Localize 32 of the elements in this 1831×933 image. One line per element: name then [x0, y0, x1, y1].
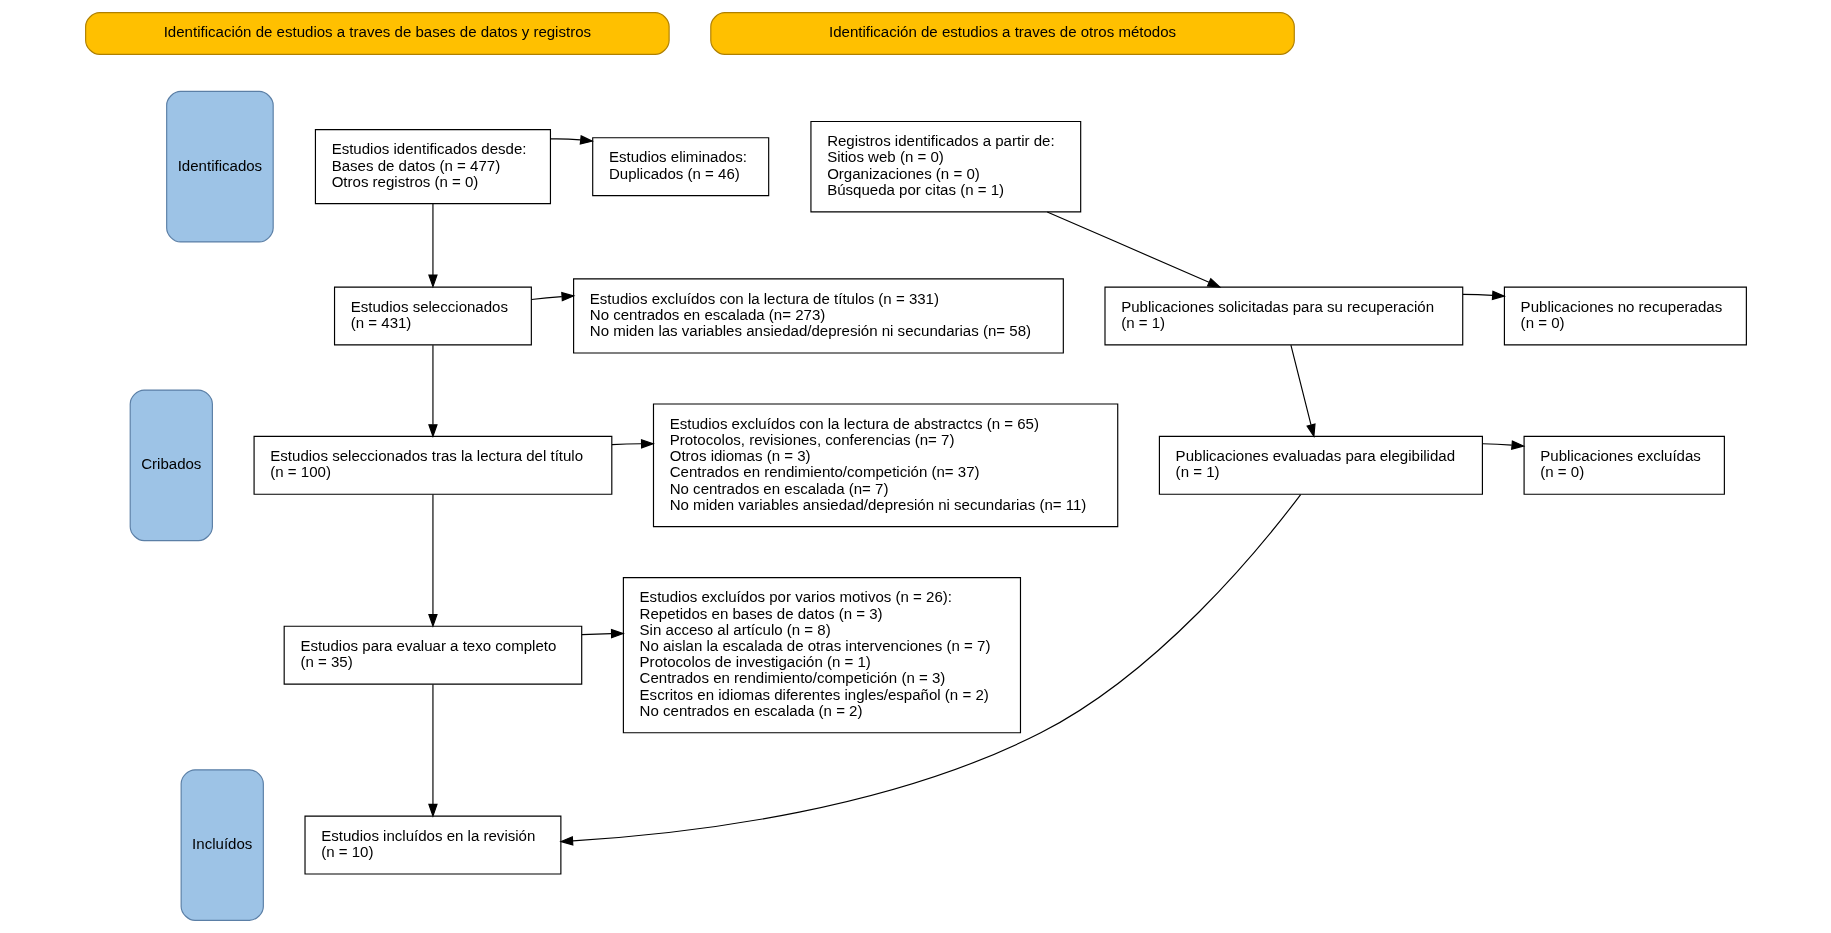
node-box: Estudios excluídos con la lectura de títulos (n = 331) No centrados en escalada (n= 273) No miden las variables ansiedad/depresión ni secundarias (n= 58)	[572, 278, 1064, 354]
node-box: Identificación de estudios a traves de bases de datos y registros	[84, 12, 670, 55]
arrow	[1481, 440, 1525, 450]
arrow	[427, 494, 438, 628]
node-box: Estudios seleccionados tras la lectura del título (n = 100)	[253, 435, 612, 495]
arrow	[1461, 290, 1506, 301]
node-box: Estudios excluídos con la lectura de abstractcs (n = 65) Protocolos, revisiones, conferencias (n= 7) Otros idiomas (n = 3) Centrados en rendimiento/competición (n= 37) No centrados en escalada (n= 7) No miden variables ansiedad/depresión ni secundarias (n= 11)	[652, 403, 1118, 528]
node-box: Publicaciones no recuperadas (n = 0)	[1503, 286, 1747, 346]
node-box: Publicaciones solicitadas para su recuperación (n = 1)	[1103, 286, 1463, 346]
node-box: Identificación de estudios a traves de otros métodos	[709, 12, 1295, 55]
arrow	[610, 438, 655, 449]
node-box: Publicaciones excluídas (n = 0)	[1523, 435, 1725, 495]
node-box: Cribados	[129, 389, 213, 542]
node-box: Estudios excluídos por varios motivos (n = 26): Repetidos en bases de datos (n = 3) Sin acceso al artículo (n = 8) No aislan la escalada de otras intervenciones (n = 7) Protocolos de investigación (n = 1) Centrados en rendimiento/competición (n = 3) Escritos en idiomas diferentes ingles/español (n = 2) No centrados en escalada (n = 2)	[622, 577, 1021, 734]
node-box: Registros identificados a partir de: Sitios web (n = 0) Organizaciones (n = 0) Búsqueda por citas (n = 1)	[809, 120, 1081, 213]
arrow	[1046, 211, 1221, 288]
node-box: Incluídos	[180, 769, 264, 921]
node-box: Publicaciones evaluadas para elegibilidad (n = 1)	[1158, 435, 1483, 495]
arrow	[580, 628, 625, 639]
arrow	[558, 493, 1301, 846]
arrow	[1289, 344, 1316, 438]
node-box: Estudios para evaluar a texo completo (n = 35)	[283, 625, 582, 685]
node-box: Estudios incluídos en la revisión (n = 10)	[303, 815, 561, 875]
arrow	[530, 291, 575, 302]
arrow	[549, 135, 594, 145]
node-box: Estudios seleccionados (n = 431)	[333, 286, 532, 346]
arrow	[427, 203, 438, 289]
node-box: Identificados	[165, 90, 274, 243]
arrow	[427, 683, 438, 818]
node-box: Estudios identificados desde: Bases de datos (n = 477) Otros registros (n = 0)	[314, 129, 551, 205]
arrow	[427, 344, 438, 439]
node-box: Estudios eliminados: Duplicados (n = 46)	[591, 137, 769, 197]
